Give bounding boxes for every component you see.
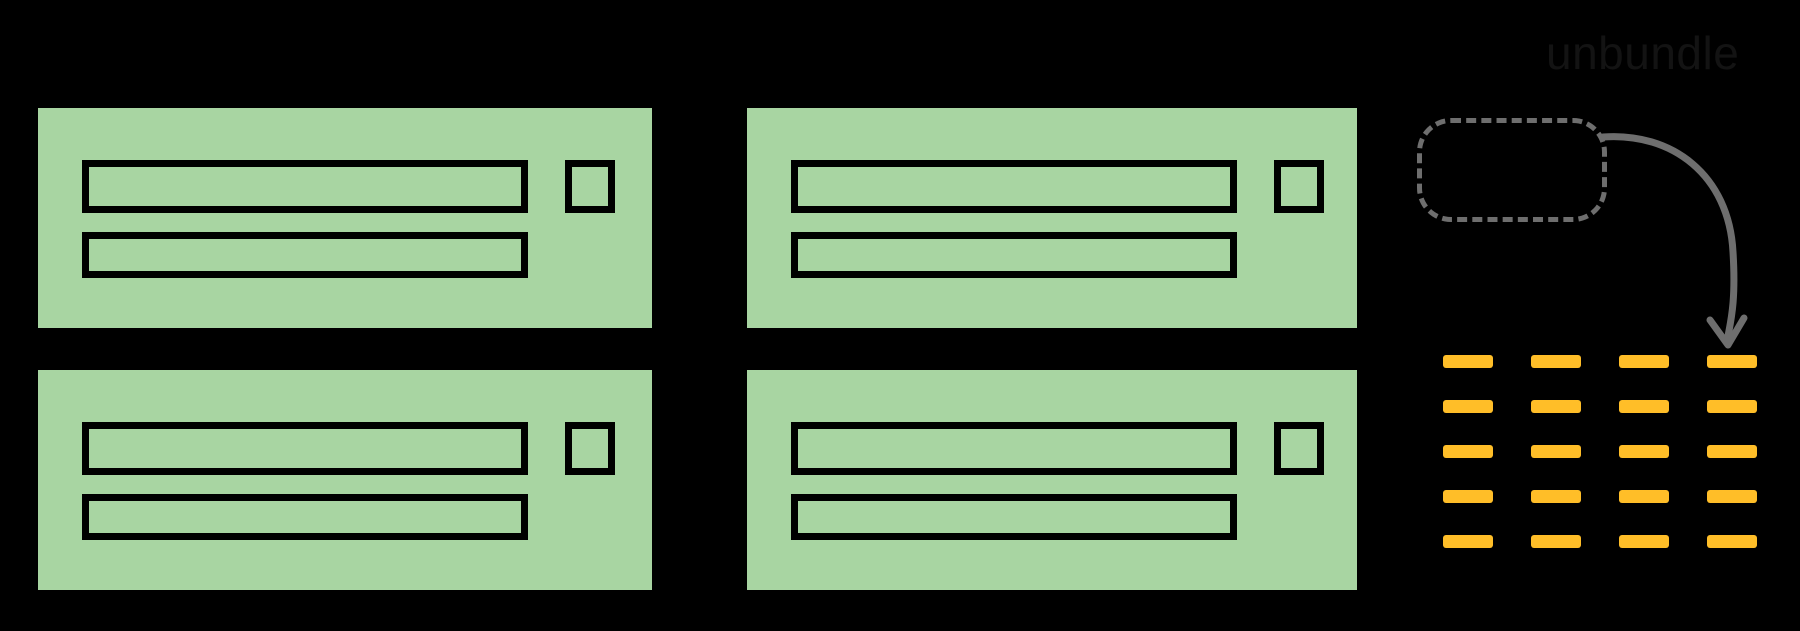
card-bar-primary xyxy=(82,160,528,213)
dash-unit xyxy=(1619,400,1669,413)
card-bar-primary xyxy=(791,160,1237,213)
dash-unit xyxy=(1707,400,1757,413)
card-module-square xyxy=(1274,160,1324,213)
unbundle-label: unbundle xyxy=(1546,27,1740,79)
dash-unit xyxy=(1619,535,1669,548)
card-bar-primary xyxy=(82,422,528,475)
orange-dash-grid xyxy=(1443,355,1757,548)
card-module-square xyxy=(565,160,615,213)
dash-unit xyxy=(1443,490,1493,503)
card-bar-primary xyxy=(791,422,1237,475)
unbundled-group[interactable] xyxy=(1417,118,1607,222)
dash-unit xyxy=(1531,400,1581,413)
dash-unit xyxy=(1443,445,1493,458)
dash-unit xyxy=(1707,535,1757,548)
extracted-module-square-2 xyxy=(1536,145,1596,205)
dash-unit xyxy=(1531,355,1581,368)
card-module-square xyxy=(565,422,615,475)
card-bar-secondary xyxy=(791,494,1237,540)
bundled-card-bottom-right[interactable] xyxy=(747,370,1357,590)
card-bar-secondary xyxy=(791,232,1237,278)
bundled-card-bottom-left[interactable] xyxy=(38,370,652,590)
extracted-module-square-1 xyxy=(1448,145,1508,205)
dash-unit xyxy=(1619,355,1669,368)
dash-unit xyxy=(1531,445,1581,458)
card-bar-secondary xyxy=(82,494,528,540)
dash-unit xyxy=(1707,490,1757,503)
dash-unit xyxy=(1619,445,1669,458)
dash-unit xyxy=(1531,490,1581,503)
dash-unit xyxy=(1707,445,1757,458)
bundled-card-top-left[interactable] xyxy=(38,108,652,328)
dash-unit xyxy=(1443,355,1493,368)
dash-unit xyxy=(1707,355,1757,368)
dash-unit xyxy=(1531,535,1581,548)
card-module-square xyxy=(1274,422,1324,475)
dash-unit xyxy=(1443,535,1493,548)
dash-unit xyxy=(1443,400,1493,413)
card-bar-secondary xyxy=(82,232,528,278)
dash-unit xyxy=(1619,490,1669,503)
bundled-card-top-right[interactable] xyxy=(747,108,1357,328)
